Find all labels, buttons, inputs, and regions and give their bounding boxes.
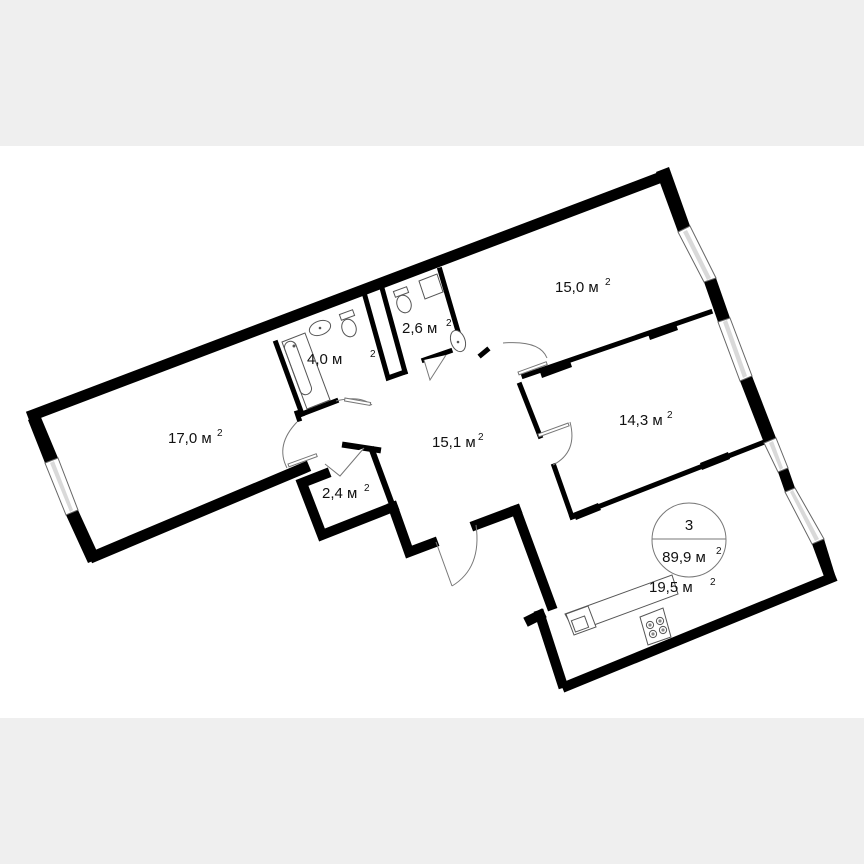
- room-label-hallway: 15,1 м 2: [432, 432, 484, 451]
- total-area-unit-power: 2: [716, 546, 722, 557]
- sink-icon: [308, 319, 332, 337]
- sink-icon: [449, 329, 467, 353]
- room-label-storage: 2,4 м 2: [322, 483, 370, 502]
- windows: [44, 225, 825, 545]
- svg-text:19,5 м: 19,5 м: [649, 579, 693, 596]
- room-label-bathroom: 4,0 м 2: [307, 349, 376, 368]
- apartment-badge: 3 89,9 м 2: [651, 502, 727, 578]
- svg-text:17,0 м: 17,0 м: [168, 430, 212, 447]
- interior-walls: [272, 266, 766, 521]
- toilet-icon: [392, 286, 412, 314]
- svg-text:2: 2: [217, 428, 223, 439]
- doors: [282, 342, 573, 587]
- room-label-toilet: 2,6 м 2: [402, 318, 452, 337]
- fixtures: [281, 273, 679, 646]
- toilet-icon: [338, 309, 357, 338]
- room-label-bedroom-middle-right: 14,3 м 2: [619, 410, 673, 429]
- total-area: 89,9 м: [662, 549, 706, 566]
- shower-tray-icon: [418, 273, 444, 300]
- svg-text:2: 2: [446, 318, 452, 329]
- room-label-bedroom-left: 17,0 м 2: [168, 428, 223, 447]
- svg-text:14,3 м: 14,3 м: [619, 412, 663, 429]
- svg-text:2: 2: [605, 277, 611, 288]
- rooms-count: 3: [685, 517, 693, 534]
- room-labels: 17,0 м 2 4,0 м 2 2,6 м 2 15,0 м 2 14,3 м…: [168, 277, 716, 596]
- svg-text:15,0 м: 15,0 м: [555, 279, 599, 296]
- bathtub-icon: [281, 332, 331, 410]
- svg-text:4,0 м: 4,0 м: [307, 351, 342, 368]
- svg-text:2: 2: [370, 349, 376, 360]
- svg-text:2: 2: [667, 410, 673, 421]
- svg-text:2: 2: [710, 577, 716, 588]
- room-label-kitchen-living: 19,5 м 2: [649, 577, 716, 596]
- svg-text:2: 2: [364, 483, 370, 494]
- outer-walls: [25, 167, 838, 693]
- svg-text:2,6 м: 2,6 м: [402, 320, 437, 337]
- kitchen-sink-icon: [565, 605, 597, 636]
- svg-text:2,4 м: 2,4 м: [322, 485, 357, 502]
- svg-text:15,1 м: 15,1 м: [432, 434, 476, 451]
- room-label-bedroom-top-right: 15,0 м 2: [555, 277, 611, 296]
- stove-icon: [639, 607, 672, 646]
- svg-text:2: 2: [478, 432, 484, 443]
